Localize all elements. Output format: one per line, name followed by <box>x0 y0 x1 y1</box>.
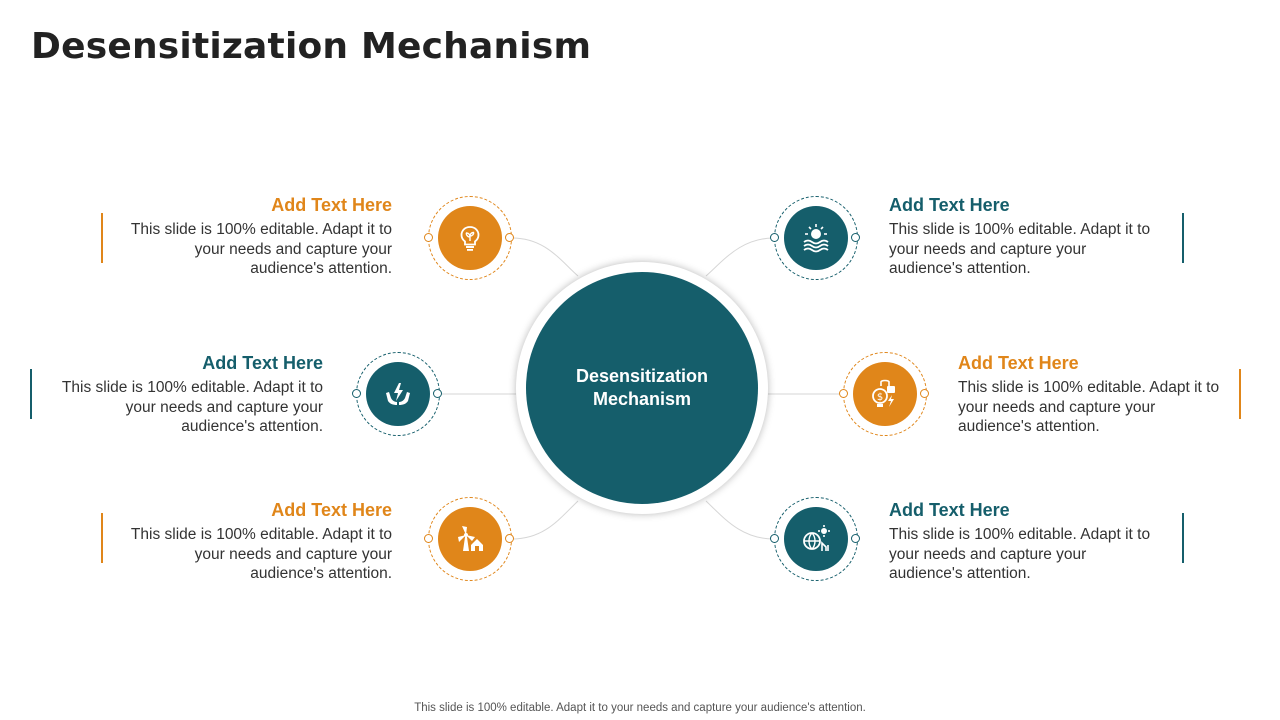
node-dot <box>839 389 848 398</box>
accent-bar <box>1182 213 1184 263</box>
accent-bar <box>1182 513 1184 563</box>
node-6 <box>770 497 860 581</box>
item-block-4: Add Text Here This slide is 100% editabl… <box>889 195 1159 279</box>
node-dot <box>352 389 361 398</box>
node-dot <box>851 233 860 242</box>
item-heading: Add Text Here <box>271 195 392 215</box>
svg-text:$: $ <box>877 392 883 403</box>
sun-water-icon <box>803 224 829 253</box>
node-disc: $ <box>853 362 917 426</box>
wind-turbine-house-icon <box>458 526 483 551</box>
node-dot <box>851 534 860 543</box>
node-disc <box>366 362 430 426</box>
node-dot <box>433 389 442 398</box>
item-body: This slide is 100% editable. Adapt it to… <box>130 526 392 582</box>
item-heading: Add Text Here <box>271 500 392 520</box>
accent-bar <box>101 513 103 563</box>
solar-globe-gear-icon <box>803 525 830 551</box>
item-block-2: Add Text Here This slide is 100% editabl… <box>53 353 323 437</box>
center-circle: Desensitization Mechanism <box>526 272 758 504</box>
lightbulb-leaf-icon <box>460 226 480 251</box>
node-3 <box>424 497 514 581</box>
node-disc <box>784 507 848 571</box>
item-block-1: Add Text Here This slide is 100% editabl… <box>122 195 392 279</box>
page-title: Desensitization Mechanism <box>31 26 592 67</box>
item-block-5: Add Text Here This slide is 100% editabl… <box>958 353 1228 437</box>
footer-note: This slide is 100% editable. Adapt it to… <box>414 702 866 714</box>
node-dot <box>770 233 779 242</box>
item-heading: Add Text Here <box>889 500 1010 520</box>
node-disc <box>438 507 502 571</box>
item-block-6: Add Text Here This slide is 100% editabl… <box>889 500 1159 584</box>
node-disc <box>438 206 502 270</box>
money-bulb-plug-icon: $ <box>872 379 895 407</box>
accent-bar <box>30 369 32 419</box>
node-dot <box>505 534 514 543</box>
item-body: This slide is 100% editable. Adapt it to… <box>958 379 1220 435</box>
center-label: Desensitization Mechanism <box>575 366 709 409</box>
item-body: This slide is 100% editable. Adapt it to… <box>130 221 392 277</box>
item-heading: Add Text Here <box>202 353 323 373</box>
item-body: This slide is 100% editable. Adapt it to… <box>889 221 1151 277</box>
node-1 <box>424 196 514 280</box>
node-dot <box>424 233 433 242</box>
node-dot <box>505 233 514 242</box>
item-heading: Add Text Here <box>958 353 1079 373</box>
item-heading: Add Text Here <box>889 195 1010 215</box>
node-dot <box>770 534 779 543</box>
node-dot <box>920 389 929 398</box>
node-dot <box>424 534 433 543</box>
node-2 <box>352 352 442 436</box>
node-5: $ <box>839 352 929 436</box>
item-body: This slide is 100% editable. Adapt it to… <box>889 526 1151 582</box>
item-block-3: Add Text Here This slide is 100% editabl… <box>122 500 392 584</box>
item-body: This slide is 100% editable. Adapt it to… <box>61 379 323 435</box>
accent-bar <box>101 213 103 263</box>
node-disc <box>784 206 848 270</box>
accent-bar <box>1239 369 1241 419</box>
hands-energy-icon <box>386 383 410 405</box>
node-4 <box>770 196 860 280</box>
